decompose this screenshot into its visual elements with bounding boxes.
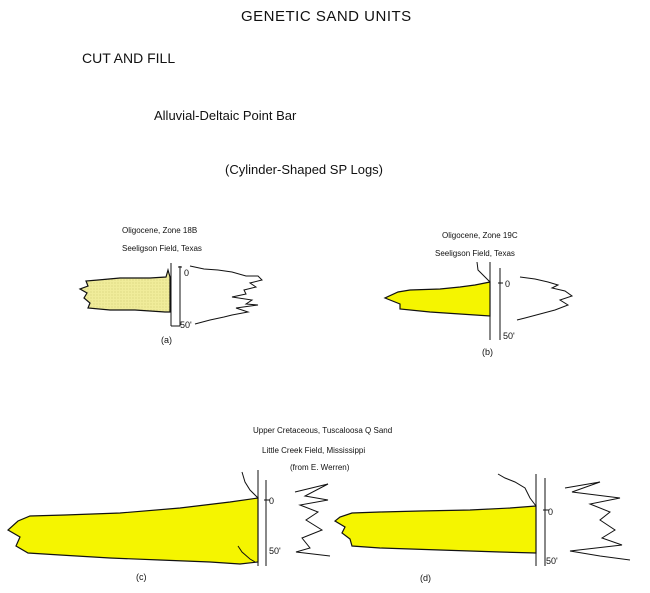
subtitle: Alluvial-Deltaic Point Bar [154,108,297,123]
log-c-depth-bottom: 50' [269,546,281,556]
log-type-note: (Cylinder-Shaped SP Logs) [225,162,384,177]
log-c [6,470,331,566]
log-d [333,473,631,566]
log-a-sand-fill [78,267,171,313]
log-cd-caption-1: Upper Cretaceous, Tuscaloosa Q Sand [253,426,393,435]
log-d-depth-bottom: 50' [546,556,558,566]
category-title: CUT AND FILL [82,50,176,66]
log-d-label: (d) [420,573,431,583]
log-b-depth-top: 0 [505,279,511,289]
log-b-upper-trace [476,261,491,283]
log-a-label: (a) [161,335,172,345]
log-d-resistivity-curve [564,481,631,561]
main-title: GENETIC SAND UNITS [241,8,412,25]
log-d-sand-fill [333,505,537,554]
log-a-depth-top: 0 [184,268,190,278]
log-a-depth-bottom: 50' [180,320,192,330]
log-a-caption-1: Oligocene, Zone 18B [122,226,198,235]
log-a [78,263,263,327]
log-c-upper-trace [241,471,259,499]
log-b-sand-fill [383,281,491,317]
log-d-upper-trace [497,473,537,507]
log-b-resistivity-curve [516,276,574,321]
log-a-resistivity-curve [189,265,263,325]
log-b-caption-1: Oligocene, Zone 19C [442,231,518,240]
log-c-resistivity-curve [294,483,331,557]
log-a-caption-2: Seeligson Field, Texas [122,244,202,253]
log-cd-caption-3: (from E. Werren) [290,463,350,472]
log-cd-caption-2: Little Creek Field, Mississippi [262,446,366,455]
log-b-depth-bottom: 50' [503,331,515,341]
log-c-label: (c) [136,572,147,582]
log-b [383,261,574,340]
log-b-label: (b) [482,347,493,357]
log-c-sand-fill [6,497,259,565]
log-c-depth-top: 0 [269,496,275,506]
log-c-left-trace [237,545,256,563]
log-d-depth-top: 0 [548,507,554,517]
log-b-caption-2: Seeligson Field, Texas [435,249,515,258]
